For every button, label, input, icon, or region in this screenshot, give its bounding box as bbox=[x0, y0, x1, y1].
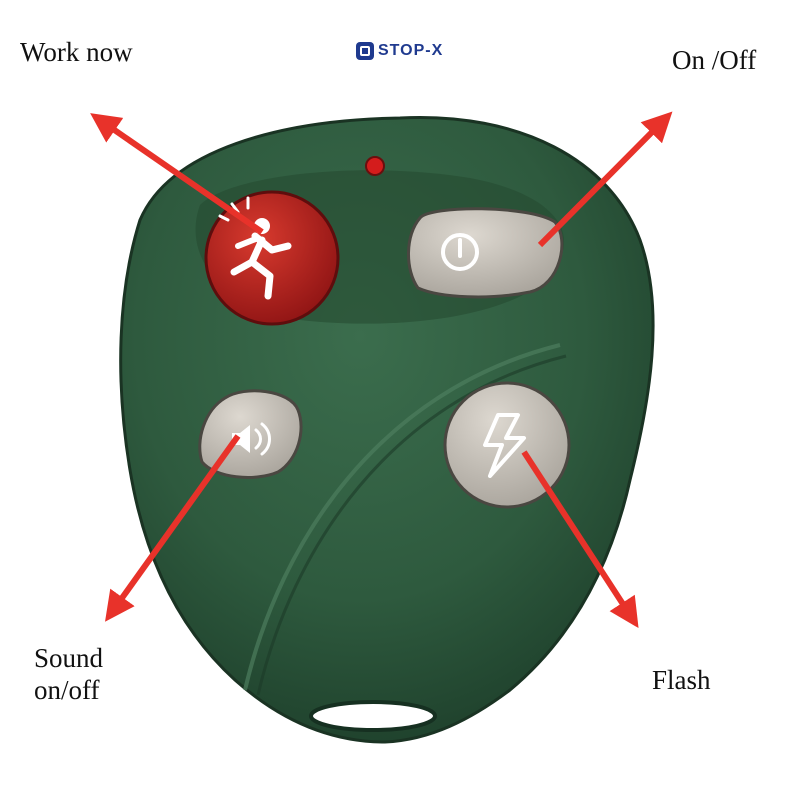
brand-logo-text: STOP-X bbox=[378, 42, 444, 59]
body-ridge bbox=[243, 343, 561, 691]
label-sound-line1: Sound bbox=[34, 643, 104, 673]
work-now-button[interactable] bbox=[204, 190, 340, 326]
status-led bbox=[365, 156, 385, 176]
power-icon bbox=[441, 233, 479, 271]
arrow-flash bbox=[521, 450, 639, 629]
on-off-button[interactable] bbox=[407, 207, 564, 299]
brand-mark-icon bbox=[356, 42, 374, 60]
brand-logo: STOP-X bbox=[356, 42, 443, 60]
label-sound-line2: on/off bbox=[34, 675, 100, 705]
label-flash: Flash bbox=[652, 665, 711, 695]
arrow-on-off bbox=[537, 111, 673, 248]
label-on-off: On /Off bbox=[672, 45, 757, 75]
body-ridge-shadow bbox=[256, 354, 567, 696]
arrow-work-now bbox=[90, 113, 264, 235]
lightning-icon bbox=[483, 413, 526, 478]
arrow-sound bbox=[105, 434, 241, 622]
label-sound-on-off: Sound on/off bbox=[34, 642, 103, 706]
keyring-slot bbox=[309, 700, 437, 732]
label-work-now: Work now bbox=[20, 37, 133, 67]
